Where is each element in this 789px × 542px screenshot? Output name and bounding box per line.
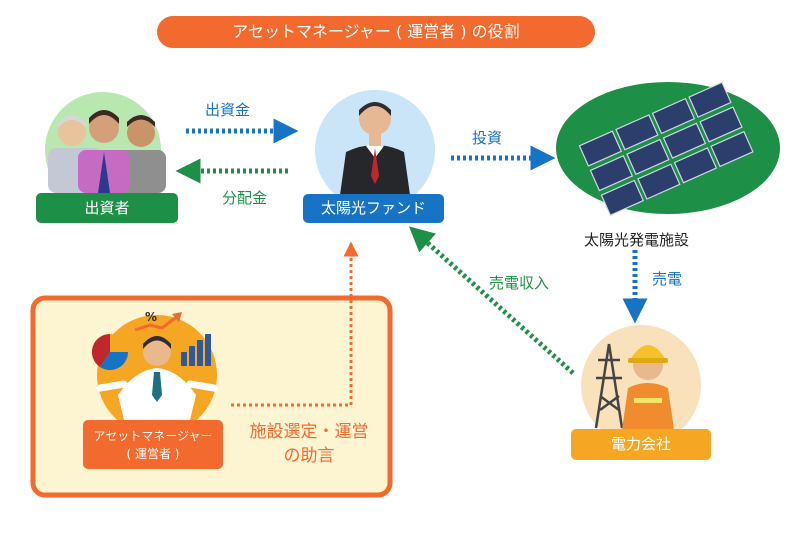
- asset-manager-illustration: [96, 315, 218, 435]
- advice-label-line2: の助言: [283, 446, 335, 466]
- bar-chart-icon: [181, 334, 211, 366]
- asset-manager-label: アセットマネージャー ( 運営者 ): [83, 420, 223, 469]
- percent-sign: %: [145, 310, 157, 324]
- page-title: アセットマネージャー ( 運営者 ) の役割: [157, 16, 595, 48]
- power-company-label: 電力会社: [571, 429, 711, 460]
- solar-facility-illustration: [556, 81, 780, 217]
- sell-power-label: 売電: [652, 270, 683, 288]
- arrow-advice: [231, 241, 359, 407]
- investment-label: 出資金: [205, 101, 251, 119]
- power-company-illustration: [581, 325, 701, 445]
- fund-label: 太陽光ファンド: [303, 194, 444, 223]
- investor-label: 出資者: [36, 193, 178, 223]
- power-revenue-label: 売電収入: [489, 274, 550, 292]
- pie-chart-icon: [91, 333, 129, 371]
- asset-manager-label-line1: アセットマネージャー: [93, 428, 213, 443]
- fund-manager-illustration: [315, 90, 435, 210]
- solar-facility-label: 太陽光発電施設: [584, 231, 690, 249]
- trend-arrow-icon: [134, 312, 182, 332]
- distribution-label: 分配金: [222, 189, 268, 207]
- advice-label: 施設選定・運営 の助言: [236, 420, 382, 468]
- advice-label-line1: 施設選定・運営: [249, 422, 369, 442]
- invest-label: 投資: [472, 129, 503, 147]
- arrow-power-revenue: [408, 226, 575, 375]
- asset-manager-label-line2: ( 運営者 ): [126, 446, 180, 461]
- investors-illustration: [45, 92, 166, 208]
